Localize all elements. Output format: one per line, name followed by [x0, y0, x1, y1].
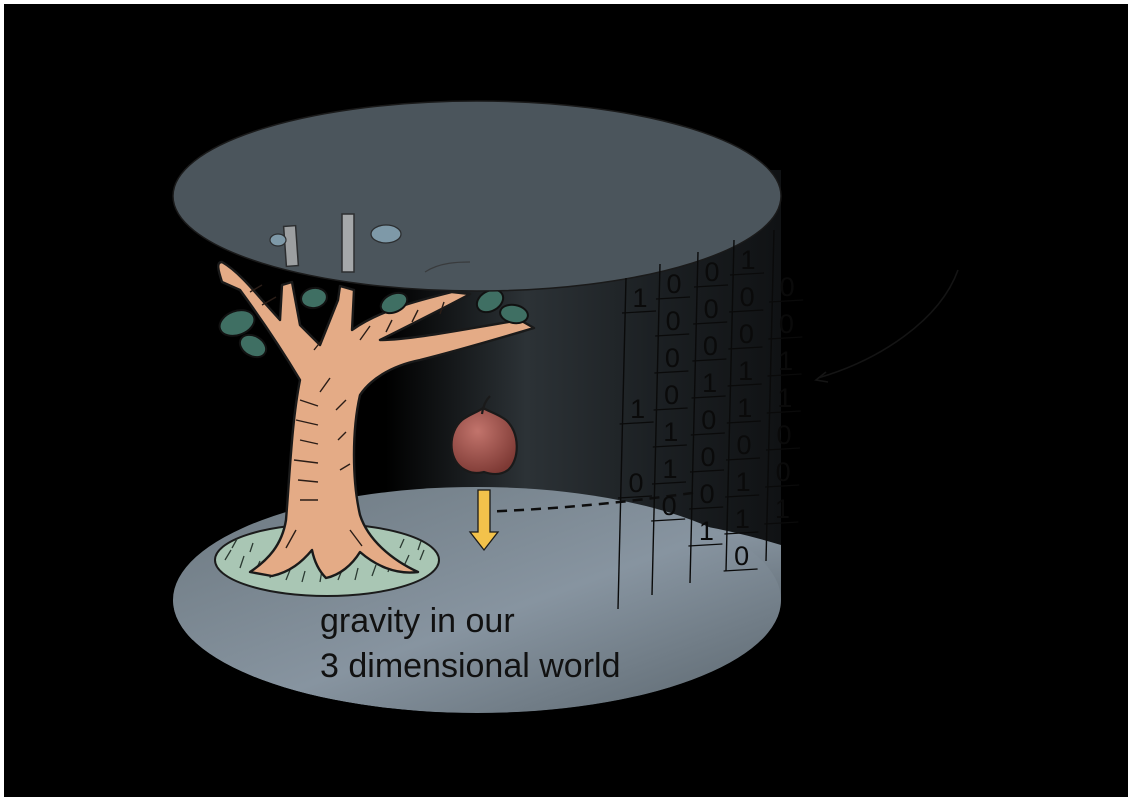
binary-digit: 0 — [740, 282, 755, 312]
binary-digit: 1 — [702, 368, 717, 398]
binary-digit: 0 — [666, 269, 681, 299]
binary-digit: 0 — [664, 380, 679, 410]
binary-digit: 0 — [780, 272, 795, 302]
cylinder-top — [173, 101, 781, 291]
binary-digit: 1 — [630, 394, 645, 424]
binary-digit: 1 — [777, 383, 792, 413]
caption-line-2: 3 dimensional world — [320, 647, 621, 685]
binary-digit: 0 — [700, 442, 715, 472]
binary-digit: 1 — [735, 504, 750, 534]
binary-digit: 1 — [738, 356, 753, 386]
binary-digit: 1 — [632, 283, 647, 313]
binary-digit: 0 — [701, 405, 716, 435]
binary-digit: 1 — [737, 393, 752, 423]
binary-digit: 0 — [776, 457, 791, 487]
binary-digit: 1 — [663, 417, 678, 447]
binary-digit: 0 — [736, 430, 751, 460]
binary-digit: 0 — [662, 491, 677, 521]
binary-digit: 0 — [779, 309, 794, 339]
binary-digit: 1 — [778, 346, 793, 376]
binary-digit: 1 — [736, 467, 751, 497]
binary-digit: 0 — [704, 294, 719, 324]
binary-digit: 0 — [665, 343, 680, 373]
binary-digit: 1 — [699, 516, 714, 546]
binary-digit: 0 — [703, 331, 718, 361]
binary-digit: 0 — [628, 468, 643, 498]
binary-digit: 0 — [700, 479, 715, 509]
binary-digit: 1 — [740, 245, 755, 275]
binary-digit: 1 — [662, 454, 677, 484]
caption-line-1: gravity in our — [320, 602, 515, 640]
binary-digit: 0 — [666, 306, 681, 336]
binary-digit: 0 — [739, 319, 754, 349]
binary-digit: 0 — [704, 257, 719, 287]
binary-digit: 1 — [775, 494, 790, 524]
binary-digit: 0 — [776, 420, 791, 450]
binary-digit: 0 — [734, 541, 749, 571]
